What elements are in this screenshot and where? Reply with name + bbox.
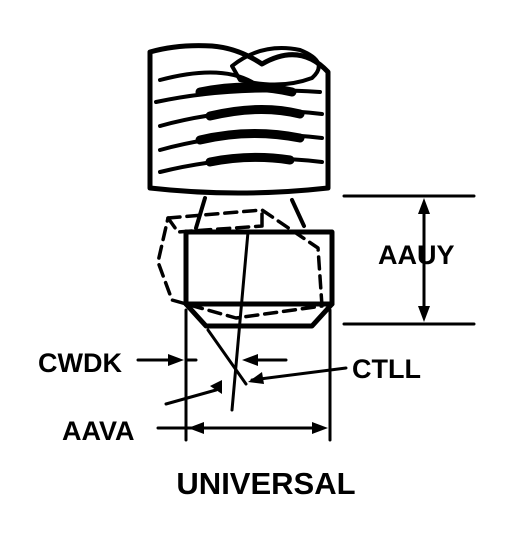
ctll-label: CTLL <box>352 354 421 384</box>
threaded-shank <box>147 43 331 196</box>
aava-dimension <box>156 308 332 442</box>
tilted-hex-dashed <box>156 208 324 320</box>
cwdk-leader <box>136 354 222 394</box>
aava-label: AAVA <box>62 416 135 446</box>
aauy-label: AAUY <box>378 240 455 270</box>
angle-construction-lines <box>164 230 250 412</box>
ball-joint-neck <box>194 196 306 230</box>
ctll-leader <box>242 354 348 384</box>
diagram-caption: UNIVERSAL <box>176 466 355 501</box>
hex-nut <box>183 229 335 329</box>
cwdk-label: CWDK <box>38 348 122 378</box>
aauy-dimension <box>342 194 476 326</box>
